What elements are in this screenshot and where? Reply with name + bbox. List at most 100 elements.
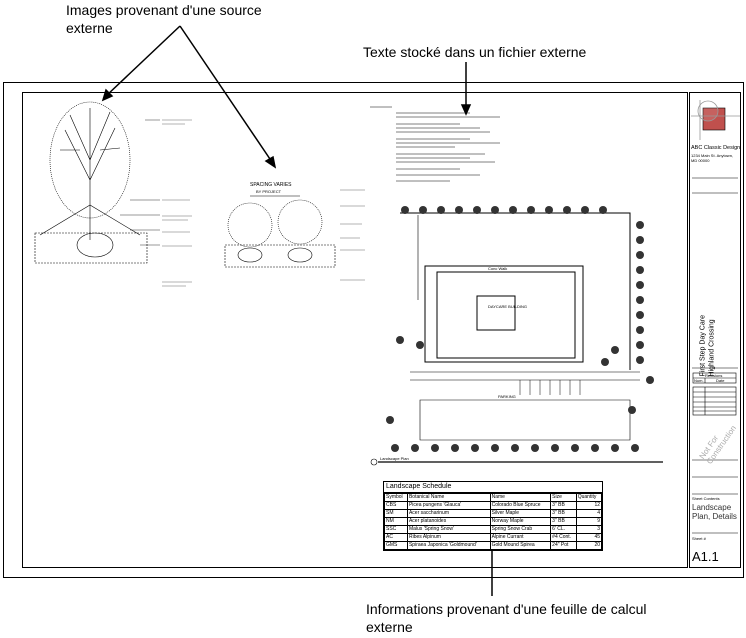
sheet-number-label: Sheet #: [692, 536, 706, 541]
plant-symbol: [419, 206, 427, 214]
callout-images: Images provenant d'une source externe: [66, 2, 262, 36]
plant-symbol: [401, 206, 409, 214]
plant-symbol: [396, 336, 404, 344]
plant-symbol: [636, 281, 644, 289]
title-block: [689, 92, 741, 568]
plant-symbol: [636, 251, 644, 259]
table-cell: NM: [384, 517, 408, 526]
notes-text-block: [370, 106, 500, 182]
spacing-label: SPACING VARIES: [250, 182, 292, 188]
table-cell: 6' CL.: [550, 525, 577, 534]
plant-symbol: [636, 341, 644, 349]
plant-symbol: [646, 376, 654, 384]
plant-symbol: [437, 206, 445, 214]
table-cell: 12: [575, 501, 603, 510]
sheet-contents: Landscape Plan, Details: [692, 503, 737, 521]
table-cell: 9: [575, 517, 603, 526]
table-cell: Acer saccharinum: [406, 509, 491, 518]
logo: [691, 100, 740, 140]
table-cell: Picea pungens 'Glauca': [406, 501, 491, 510]
table-cell: SM: [384, 509, 408, 518]
plant-symbol: [511, 444, 519, 452]
table-cell: Colorado Blue Spruce: [489, 501, 552, 510]
sheet-border: [3, 82, 744, 578]
plant-symbol: [431, 444, 439, 452]
plant-symbol: [591, 444, 599, 452]
plant-symbol: [527, 206, 535, 214]
building-label: DAYCARE BUILDING: [488, 304, 527, 309]
plant-symbol: [599, 206, 607, 214]
site-plan: [370, 212, 663, 466]
plant-symbol: [416, 341, 424, 349]
table-cell: GMS: [384, 541, 408, 550]
plant-symbol: [636, 356, 644, 364]
plant-symbol: [636, 236, 644, 244]
table-cell: Spiraea Japonica 'Goldmound': [406, 541, 491, 550]
plant-symbol: [636, 221, 644, 229]
plant-symbol: [571, 444, 579, 452]
rev-date-header: Date: [716, 378, 725, 383]
title-block-lines: [692, 177, 738, 534]
table-cell: 45: [575, 533, 603, 542]
plant-symbol: [386, 416, 394, 424]
plant-symbol: [611, 444, 619, 452]
plant-symbol: [391, 444, 399, 452]
plant-symbol: [636, 326, 644, 334]
plant-symbol: [611, 346, 619, 354]
col-name: Name: [489, 493, 552, 502]
col-symbol: Symbol: [384, 493, 408, 502]
project-name: First Step Day Care: [699, 315, 707, 377]
table-cell: Ribes Alpinum: [406, 533, 491, 542]
table-cell: AC: [384, 533, 408, 542]
plan-title: Landscape Plan: [380, 456, 409, 461]
plant-symbol: [636, 311, 644, 319]
plant-symbol: [473, 206, 481, 214]
col-quantity: Quantity: [575, 493, 603, 502]
drawing-area: [22, 92, 688, 568]
plant-symbol: [581, 206, 589, 214]
plant-symbol: [491, 444, 499, 452]
plant-symbol: [455, 206, 463, 214]
landscape-schedule: Landscape Schedule Symbol Botanical Name…: [383, 481, 603, 551]
table-cell: 3" BB: [550, 509, 577, 518]
plant-symbol: [531, 444, 539, 452]
callout-spreadsheet: Informations provenant d'une feuille de …: [366, 601, 647, 635]
table-cell: Acer platanoides: [406, 517, 491, 526]
plant-symbol: [471, 444, 479, 452]
company-address: 1234 Main St. Anytown, MD 00000: [691, 153, 734, 163]
table-cell: CBS: [384, 501, 408, 510]
table-cell: Silver Maple: [489, 509, 552, 518]
callout-text: Texte stocké dans un fichier externe: [363, 44, 587, 60]
walk-label: Conc Walk: [488, 266, 507, 271]
table-cell: SSC: [384, 525, 408, 534]
rev-num-header: Num.: [694, 378, 704, 383]
sheet-number: A1.1: [692, 549, 719, 564]
shrub-detail: [224, 189, 365, 281]
project-name-2: Highland Crossing: [708, 319, 716, 377]
plant-symbol: [411, 444, 419, 452]
plant-symbol: [631, 444, 639, 452]
table-cell: Norway Maple: [489, 517, 552, 526]
table-cell: 3: [575, 525, 603, 534]
table-cell: 24" Pot: [550, 541, 577, 550]
plant-symbols: [386, 206, 654, 452]
table-cell: Malus 'Spring Snow': [406, 525, 491, 534]
table-cell: Spring Snow Crab: [489, 525, 552, 534]
plant-symbol: [451, 444, 459, 452]
table-cell: #4 Cont.: [550, 533, 577, 542]
col-botanical: Botanical Name: [406, 493, 491, 502]
plant-symbol: [636, 296, 644, 304]
company-name: ABC Classic Design: [691, 145, 741, 151]
plant-symbol: [509, 206, 517, 214]
sheet-contents-label: Sheet Contents: [692, 496, 720, 501]
plant-symbol: [551, 444, 559, 452]
table-cell: Gold Mound Spirea: [489, 541, 552, 550]
plant-symbol: [491, 206, 499, 214]
